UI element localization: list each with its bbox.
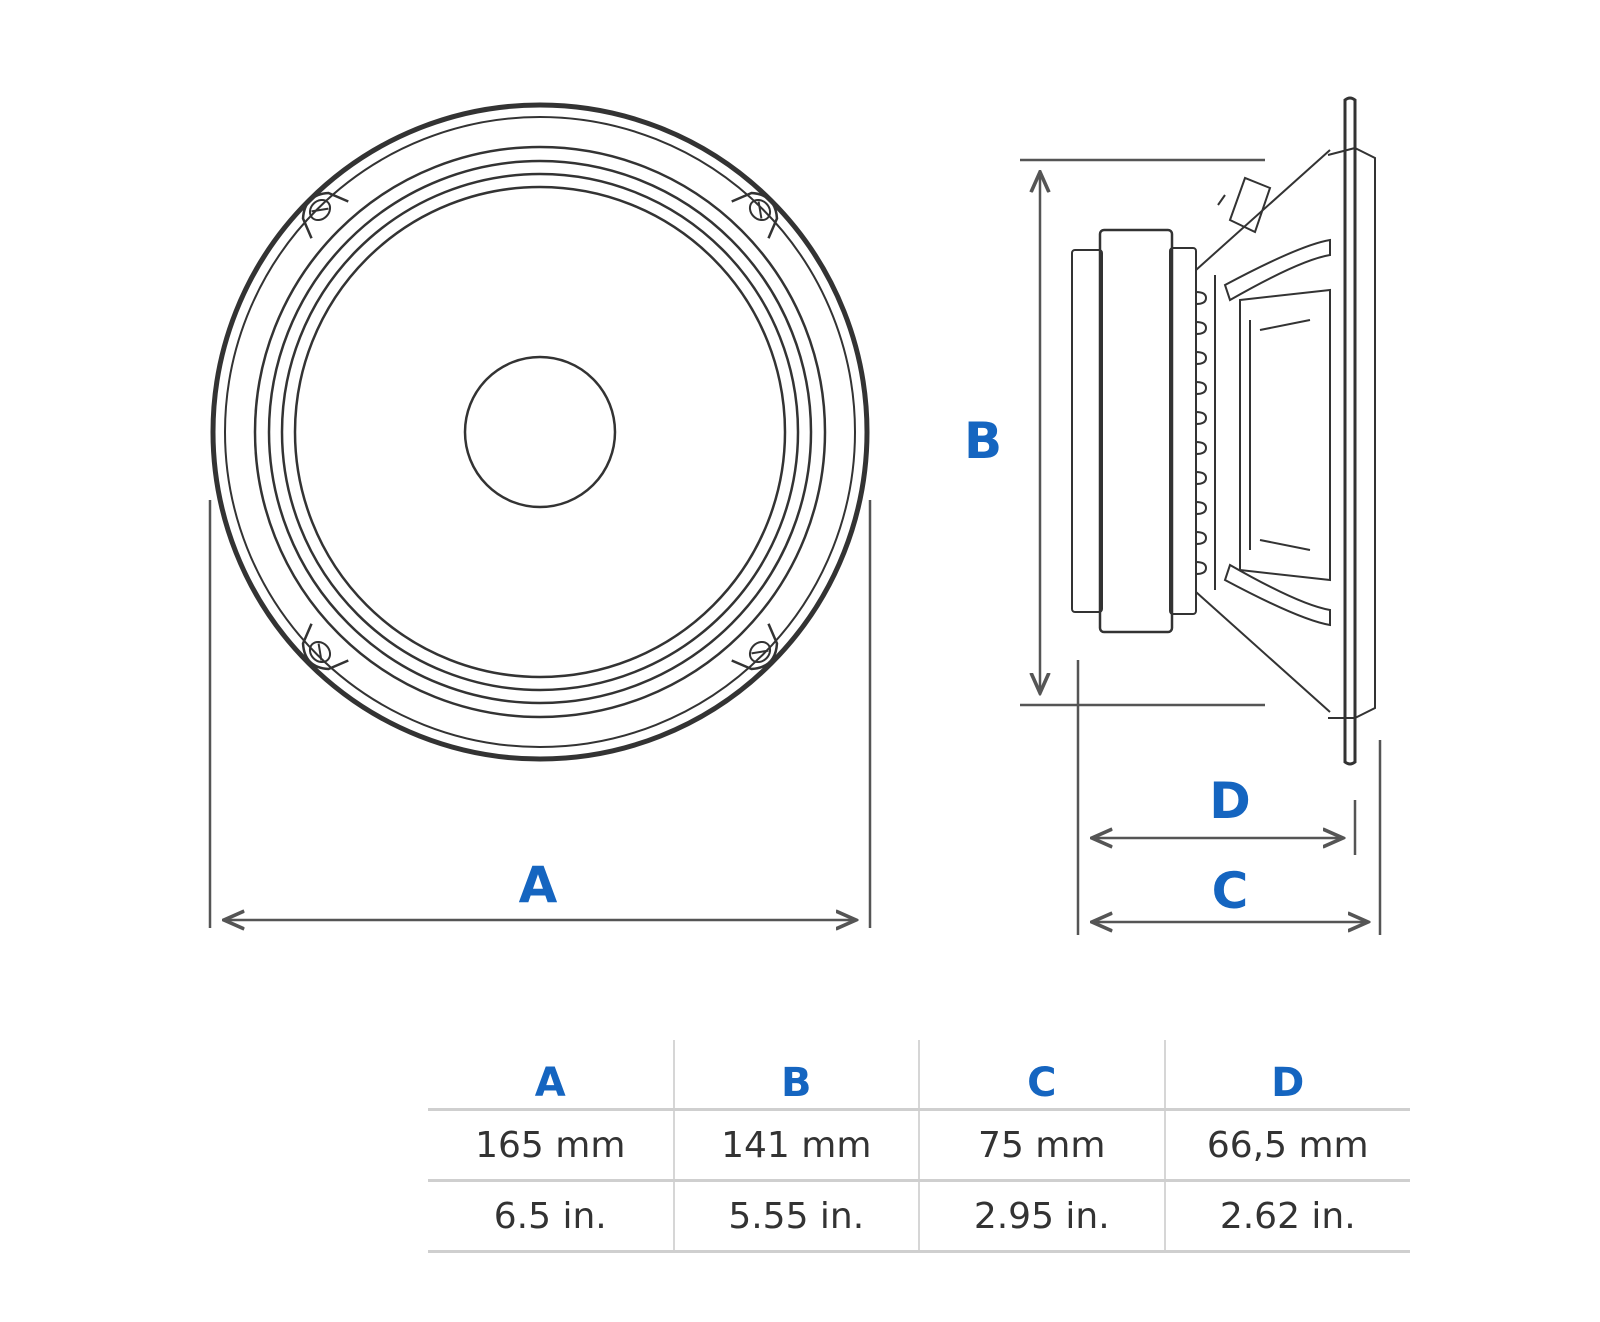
dimension-label-d: D	[1209, 772, 1251, 830]
frame-inner-ring	[224, 116, 856, 748]
dust-cap	[463, 355, 617, 509]
speaker-dimension-diagram: A	[208, 96, 1382, 935]
magnet-front-plate	[1169, 247, 1197, 615]
table-header-row: A B C D	[428, 1040, 1410, 1111]
header-a: A	[428, 1040, 674, 1111]
header-b: B	[672, 1040, 919, 1111]
outer-frame-ring	[210, 102, 870, 762]
cell-c-mm: 75 mm	[918, 1109, 1165, 1182]
dimension-label-b: B	[964, 412, 1002, 470]
dimension-a	[208, 500, 872, 928]
mount-tab-top-left	[301, 191, 349, 239]
cell-a-in: 6.5 in.	[428, 1180, 674, 1253]
basket-structure	[1195, 149, 1331, 713]
cell-b-in: 5.55 in.	[672, 1180, 919, 1253]
dimension-label-c: C	[1212, 862, 1249, 920]
dimensions-table: A B C D 165 mm 141 mm 75 mm 66,5 mm 6.5 …	[428, 1040, 1410, 1253]
speaker-side-view	[1071, 96, 1376, 766]
mount-tab-bottom-left	[301, 623, 349, 671]
magnet-body	[1098, 228, 1174, 634]
cell-d-in: 2.62 in.	[1163, 1180, 1410, 1253]
mount-tab-bottom-right	[731, 623, 779, 671]
dimension-b	[1020, 158, 1265, 707]
speaker-front-view	[210, 102, 870, 762]
header-d: D	[1163, 1040, 1410, 1111]
surround-outer-ring	[253, 145, 827, 719]
dimension-d-c	[1076, 660, 1382, 935]
table-row-imperial: 6.5 in. 5.55 in. 2.95 in. 2.62 in.	[428, 1180, 1410, 1253]
header-c: C	[918, 1040, 1165, 1111]
cell-a-mm: 165 mm	[428, 1109, 674, 1182]
surround-ring-3	[280, 172, 800, 692]
table-row-metric: 165 mm 141 mm 75 mm 66,5 mm	[428, 1109, 1410, 1182]
mount-tab-top-right	[731, 191, 779, 239]
cell-d-mm: 66,5 mm	[1163, 1109, 1410, 1182]
frame-inner-edge	[1327, 147, 1356, 719]
voice-coil-ridges	[1195, 291, 1208, 575]
cone-ring	[293, 185, 787, 679]
dimension-label-a: A	[519, 856, 558, 914]
cell-c-in: 2.95 in.	[918, 1180, 1165, 1253]
surround-ring-2	[267, 159, 813, 705]
cell-b-mm: 141 mm	[672, 1109, 919, 1182]
magnet-back-plate	[1071, 249, 1103, 613]
mounting-flange	[1343, 96, 1357, 766]
frame-outer-edge	[1354, 147, 1376, 719]
